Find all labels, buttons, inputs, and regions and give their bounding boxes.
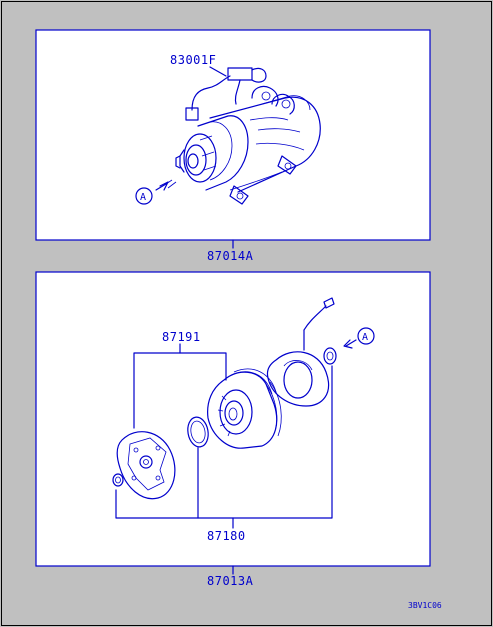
- compressor-clutch: [183, 133, 217, 183]
- ref-marker-bottom: A: [343, 327, 375, 349]
- compressor-body: [175, 85, 321, 205]
- svg-text:A: A: [362, 332, 369, 343]
- compressor-assembly-label: 87014A: [207, 249, 254, 263]
- compressor-part-leader: [209, 66, 227, 77]
- pulley-part-label: 87191: [162, 330, 201, 344]
- clutch-assembly-label: 87013A: [207, 574, 254, 588]
- harness-wire: [185, 67, 267, 121]
- clutch-panel-border: [35, 271, 431, 567]
- ref-marker-top: A: [135, 179, 177, 205]
- drawing-code: 3BV1C06: [408, 601, 442, 610]
- field-coil: [266, 297, 335, 407]
- svg-text:A: A: [140, 192, 147, 203]
- armature-plate: [116, 431, 176, 500]
- compressor-part-label: 83001F: [170, 53, 216, 67]
- compressor-panel-border: [35, 29, 431, 241]
- washer: [323, 347, 337, 365]
- clutch-parts-bracket: [115, 365, 333, 519]
- pulley: [207, 368, 282, 449]
- coil-lead-wire: [303, 305, 327, 331]
- clutch-parts-label: 87180: [207, 529, 246, 543]
- clutch-panel: 87191: [35, 271, 431, 588]
- compressor-panel: 83001F: [35, 29, 431, 263]
- shim: [112, 473, 124, 487]
- snap-ring: [187, 416, 209, 448]
